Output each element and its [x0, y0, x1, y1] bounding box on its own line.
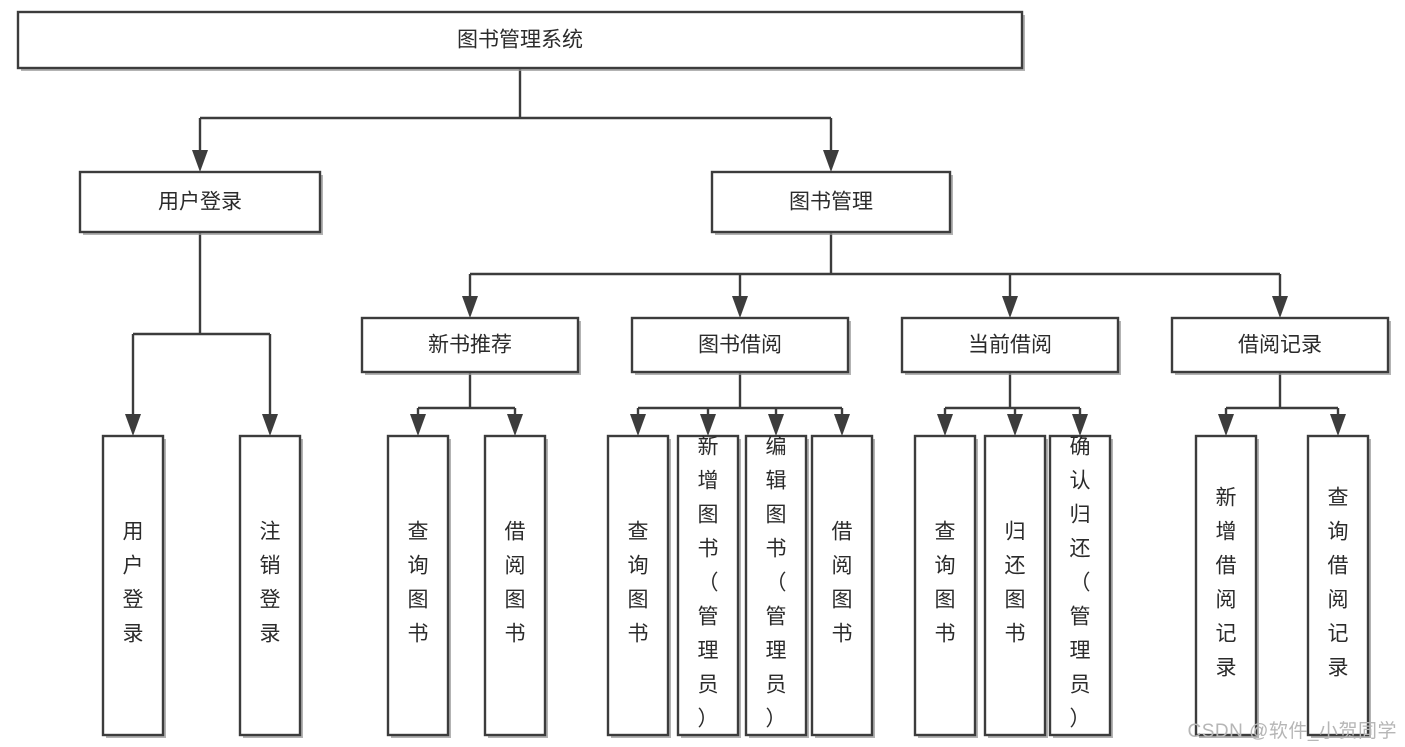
arrow-head-icon	[1330, 414, 1346, 436]
node-label: 新书推荐	[428, 334, 512, 357]
node-label: 确认归还（管理员）	[1070, 436, 1091, 731]
node-label: 查询图书	[935, 521, 956, 646]
node-box[interactable]	[483, 434, 547, 737]
node-label: 编辑图书（管理员）	[766, 436, 787, 731]
csdn-watermark: CSDN @软件_小贺同学	[1187, 721, 1397, 742]
arrow-head-icon	[262, 414, 278, 436]
node-label: 借阅图书	[832, 521, 853, 646]
node-leaf-user-logout[interactable]: 注销登录	[238, 434, 303, 738]
node-new-book-recommend[interactable]: 新书推荐	[360, 316, 581, 375]
node-box[interactable]	[1048, 434, 1112, 737]
node-box[interactable]	[900, 316, 1120, 374]
node-label: 借阅图书	[505, 521, 526, 646]
node-leaf-confirm-return-admin[interactable]: 确认归还（管理员）	[1048, 434, 1113, 739]
node-box[interactable]	[360, 316, 580, 374]
node-leaf-edit-book-admin[interactable]: 编辑图书（管理员）	[744, 434, 809, 739]
node-label: 新增借阅记录	[1216, 487, 1237, 680]
node-box[interactable]	[1194, 434, 1258, 737]
node-box[interactable]	[386, 434, 450, 737]
node-box[interactable]	[983, 434, 1047, 737]
node-leaf-borrow-book-1[interactable]: 借阅图书	[483, 434, 548, 738]
node-label: 查询借阅记录	[1328, 487, 1349, 680]
node-label: 借阅记录	[1238, 334, 1322, 357]
connector-layer	[125, 68, 1346, 436]
arrow-head-icon	[700, 414, 716, 436]
edge-borrowrecord-to-leaves	[1218, 372, 1346, 436]
arrow-head-icon	[834, 414, 850, 436]
node-leaf-borrow-book-2[interactable]: 借阅图书	[810, 434, 875, 738]
edge-root-to-level2	[192, 68, 839, 172]
arrow-head-icon	[125, 414, 141, 436]
node-leaf-add-borrow-record[interactable]: 新增借阅记录	[1194, 434, 1259, 738]
arrow-head-icon	[1072, 414, 1088, 436]
arrow-head-icon	[462, 296, 478, 318]
node-box[interactable]	[238, 434, 302, 737]
node-borrow-record[interactable]: 借阅记录	[1170, 316, 1391, 375]
node-leaf-add-book-admin[interactable]: 新增图书（管理员）	[676, 434, 741, 739]
node-label: 图书管理系统	[457, 29, 583, 52]
edge-bookmanage-to-level3	[462, 232, 1288, 318]
node-box[interactable]	[78, 170, 322, 234]
node-leaf-query-book-1[interactable]: 查询图书	[386, 434, 451, 738]
node-book-manage[interactable]: 图书管理	[710, 170, 953, 235]
node-box[interactable]	[630, 316, 850, 374]
arrow-head-icon	[937, 414, 953, 436]
arrow-head-icon	[1218, 414, 1234, 436]
arrow-head-icon	[768, 414, 784, 436]
arrow-head-icon	[1007, 414, 1023, 436]
node-box[interactable]	[676, 434, 740, 737]
node-label: 新增图书（管理员）	[698, 436, 719, 731]
edge-bookborrow-to-leaves	[630, 372, 850, 436]
edge-currentborrow-to-leaves	[937, 372, 1088, 436]
node-box[interactable]	[101, 434, 165, 737]
node-leaf-query-book-2[interactable]: 查询图书	[606, 434, 671, 738]
arrow-head-icon	[1272, 296, 1288, 318]
node-box[interactable]	[16, 10, 1024, 70]
node-label: 用户登录	[123, 521, 144, 646]
node-leaf-query-book-3[interactable]: 查询图书	[913, 434, 978, 738]
arrow-head-icon	[823, 150, 839, 172]
node-label: 用户登录	[158, 191, 242, 214]
arrow-head-icon	[732, 296, 748, 318]
edge-userlogin-to-leaves	[125, 232, 278, 436]
arrow-head-icon	[1002, 296, 1018, 318]
node-root[interactable]: 图书管理系统	[16, 10, 1025, 71]
node-leaf-return-book[interactable]: 归还图书	[983, 434, 1048, 738]
node-label: 查询图书	[628, 521, 649, 646]
edge-newbook-to-leaves	[410, 372, 523, 436]
node-box[interactable]	[744, 434, 808, 737]
arrow-head-icon	[410, 414, 426, 436]
node-leaf-user-login[interactable]: 用户登录	[101, 434, 166, 738]
node-label: 查询图书	[408, 521, 429, 646]
node-current-borrow[interactable]: 当前借阅	[900, 316, 1121, 375]
node-box[interactable]	[606, 434, 670, 737]
node-leaf-query-borrow-record[interactable]: 查询借阅记录	[1306, 434, 1371, 738]
arrow-head-icon	[192, 150, 208, 172]
node-box[interactable]	[810, 434, 874, 737]
node-label: 注销登录	[260, 521, 281, 646]
node-label: 当前借阅	[968, 334, 1052, 357]
node-label: 归还图书	[1005, 521, 1026, 646]
node-box[interactable]	[913, 434, 977, 737]
node-layer: 图书管理系统用户登录图书管理新书推荐图书借阅当前借阅借阅记录用户登录注销登录查询…	[16, 10, 1391, 739]
node-user-login[interactable]: 用户登录	[78, 170, 323, 235]
node-book-borrow[interactable]: 图书借阅	[630, 316, 851, 375]
node-label: 图书管理	[789, 191, 873, 214]
arrow-head-icon	[630, 414, 646, 436]
arrow-head-icon	[507, 414, 523, 436]
node-box[interactable]	[710, 170, 952, 234]
node-box[interactable]	[1306, 434, 1370, 737]
node-label: 图书借阅	[698, 334, 782, 357]
node-box[interactable]	[1170, 316, 1390, 374]
